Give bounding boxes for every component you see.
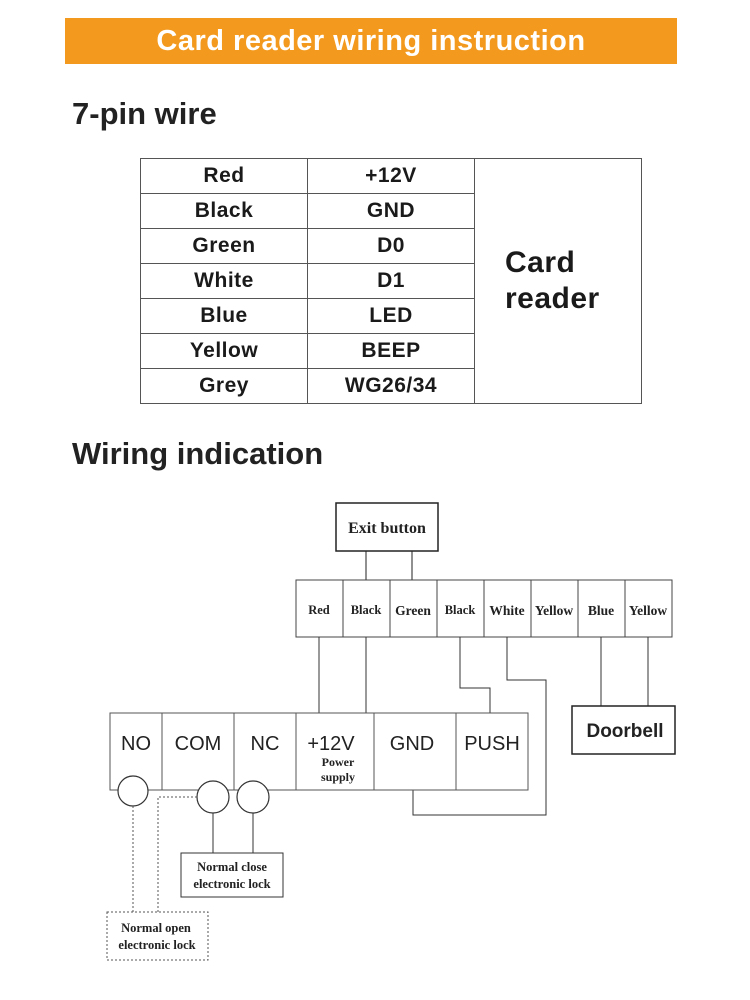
table-row: White D1 bbox=[140, 263, 642, 299]
table-row: Red +12V Card reader bbox=[140, 158, 642, 404]
signal-cell: WG26/34 bbox=[307, 368, 475, 404]
wire-color-cell: Yellow bbox=[140, 333, 308, 369]
normal-open-lock-line2: electronic lock bbox=[118, 938, 195, 952]
table-row: Green D0 bbox=[140, 228, 642, 264]
normal-open-dotted-wires bbox=[132, 796, 197, 912]
doorbell-label: Doorbell bbox=[586, 721, 663, 742]
signal-cell: LED bbox=[307, 298, 475, 334]
wire-label: White bbox=[489, 603, 524, 618]
card-reader-label-line2: reader bbox=[505, 282, 600, 315]
table-row: Black GND bbox=[140, 193, 642, 229]
terminal-label: NC bbox=[251, 733, 280, 755]
terminal-label: COM bbox=[175, 733, 222, 755]
signal-cell: +12V bbox=[307, 158, 475, 194]
doorbell-box bbox=[571, 705, 676, 755]
wire-label: Red bbox=[308, 603, 330, 617]
wire-color-row: Red Black Green Black White Yellow Blue … bbox=[295, 579, 673, 638]
normal-open-lock-box bbox=[106, 911, 209, 961]
connection-lines bbox=[318, 637, 649, 816]
wire-label: Yellow bbox=[629, 603, 667, 618]
terminal-label: GND bbox=[390, 733, 434, 755]
card-reader-cell: Card reader bbox=[474, 158, 642, 404]
signal-cell: D1 bbox=[307, 263, 475, 299]
wire-label: Black bbox=[351, 603, 382, 617]
normal-close-lock-box bbox=[180, 852, 284, 898]
power-supply-label-line2: supply bbox=[321, 770, 355, 784]
wire-label: Yellow bbox=[535, 603, 573, 618]
section-heading-wiring: Wiring indication bbox=[72, 436, 324, 471]
exit-button-label: Exit button bbox=[348, 520, 426, 537]
wire-label: Black bbox=[445, 603, 476, 617]
terminal-block: NO COM NC +12V GND PUSH Power supply bbox=[109, 712, 529, 791]
wire-label: Green bbox=[395, 603, 431, 618]
terminal-label: PUSH bbox=[464, 733, 520, 755]
section-heading-pins: 7-pin wire bbox=[72, 96, 217, 131]
wire-color-cell: Grey bbox=[140, 368, 308, 404]
wire-color-cell: White bbox=[140, 263, 308, 299]
terminal-label: +12V bbox=[307, 733, 355, 755]
wire-color-cell: Red bbox=[140, 158, 308, 194]
wire-color-cell: Black bbox=[140, 193, 308, 229]
signal-cell: D0 bbox=[307, 228, 475, 264]
normal-close-lock-line1: Normal close bbox=[197, 860, 267, 874]
normal-open-lock-line1: Normal open bbox=[121, 921, 191, 935]
signal-cell: BEEP bbox=[307, 333, 475, 369]
terminal-label: NO bbox=[121, 733, 151, 755]
exit-button-box bbox=[335, 502, 439, 552]
no-terminal-screw bbox=[117, 775, 149, 807]
table-row: Yellow BEEP bbox=[140, 333, 642, 369]
power-supply-label-line1: Power bbox=[322, 755, 355, 769]
table-row: Grey WG26/34 bbox=[140, 368, 642, 404]
signal-cell: GND bbox=[307, 193, 475, 229]
pin-table: Red +12V Card reader Black GND Green D0 … bbox=[140, 158, 642, 404]
title-banner: Card reader wiring instruction bbox=[65, 18, 677, 64]
com-terminal-screw bbox=[196, 780, 230, 814]
wire-label: Blue bbox=[588, 603, 614, 618]
card-reader-label-line1: Card bbox=[505, 246, 576, 279]
normal-close-lock-line2: electronic lock bbox=[193, 877, 270, 891]
nc-terminal-screw bbox=[236, 780, 270, 814]
wire-color-cell: Green bbox=[140, 228, 308, 264]
